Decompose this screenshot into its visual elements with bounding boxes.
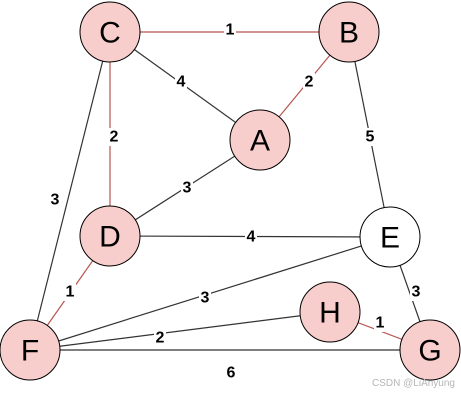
edge-weight-label: 1 xyxy=(376,315,385,332)
node-label: H xyxy=(319,297,341,330)
edge-label-background xyxy=(64,283,76,301)
edge-label-background xyxy=(175,73,187,91)
edge-label-background xyxy=(108,128,120,146)
edge-line xyxy=(29,31,111,351)
edge-weight-label: 3 xyxy=(412,284,421,301)
edge-label-background xyxy=(181,179,193,197)
node-f: F xyxy=(0,319,61,381)
node-circle xyxy=(399,319,461,381)
node-circle xyxy=(229,109,291,171)
node-label: B xyxy=(339,17,359,50)
node-circle xyxy=(79,1,141,63)
edge-label-background xyxy=(410,283,422,301)
edge-label-background xyxy=(374,314,386,332)
edge-weight-label: 4 xyxy=(247,229,256,246)
node-circle xyxy=(79,205,141,267)
edge-weight-label: 5 xyxy=(366,129,375,146)
node-label: C xyxy=(99,17,121,50)
edge-line xyxy=(29,311,331,351)
watermark: CSDN @LiAnyung xyxy=(372,378,455,389)
edge-weight-label: 2 xyxy=(110,129,119,146)
edge-c-b: 1 xyxy=(110,21,349,39)
edge-c-a: 4 xyxy=(109,31,261,141)
edge-label-background xyxy=(245,228,257,246)
edge-f-e: 3 xyxy=(29,236,391,351)
node-circle xyxy=(299,281,361,343)
node-d: D xyxy=(79,205,141,267)
edge-weight-label: 6 xyxy=(227,365,236,382)
edge-label-background xyxy=(154,329,166,347)
node-label: D xyxy=(99,221,121,254)
node-e: E xyxy=(359,206,421,268)
node-h: H xyxy=(299,281,361,343)
edge-label-background xyxy=(225,364,237,382)
node-circle xyxy=(0,319,61,381)
edge-d-e: 4 xyxy=(109,228,391,246)
node-label: E xyxy=(380,222,400,255)
node-circle xyxy=(359,206,421,268)
edges-layer: 1 4 2 2 3 3 5 4 1 3 3 1 2 6 xyxy=(29,21,431,382)
node-a: A xyxy=(229,109,291,171)
node-label: A xyxy=(250,125,270,158)
nodes-layer: C B A D E H F G xyxy=(0,1,461,381)
edge-weight-label: 3 xyxy=(183,180,192,197)
edge-weight-label: 3 xyxy=(51,192,60,209)
edge-f-h: 2 xyxy=(29,311,331,351)
node-g: G xyxy=(399,319,461,381)
edge-weight-label: 4 xyxy=(177,74,186,91)
edge-weight-label: 2 xyxy=(156,330,165,347)
edge-weight-label: 2 xyxy=(305,74,314,91)
edge-label-background xyxy=(199,289,211,307)
node-label: G xyxy=(418,335,441,368)
edge-c-d: 2 xyxy=(108,32,120,236)
edge-label-background xyxy=(49,191,61,209)
edge-f-g: 6 xyxy=(30,349,430,382)
node-circle xyxy=(318,1,380,63)
edge-weight-label: 1 xyxy=(66,284,75,301)
edge-label-background xyxy=(364,128,376,146)
edge-label-background xyxy=(224,21,236,39)
edge-b-e: 5 xyxy=(348,31,391,238)
edge-label-background xyxy=(303,73,315,91)
node-b: B xyxy=(318,1,380,63)
edge-weight-label: 1 xyxy=(226,22,235,39)
node-label: F xyxy=(21,335,39,368)
node-c: C xyxy=(79,1,141,63)
edge-weight-label: 3 xyxy=(201,290,210,307)
edge-c-f: 3 xyxy=(29,31,111,351)
